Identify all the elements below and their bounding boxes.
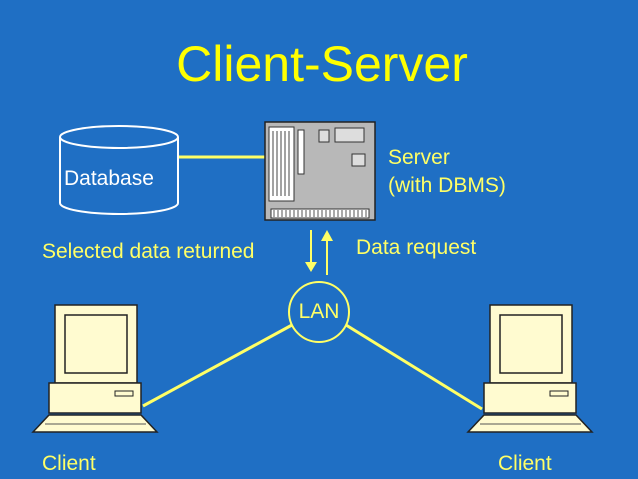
lan-right-client-link (345, 323, 483, 411)
lan-label: LAN (298, 300, 340, 323)
request-edge-label: Data request (356, 236, 477, 259)
lan-left-client-link (142, 323, 293, 408)
database-icon (59, 125, 179, 215)
left-client-icon (31, 304, 159, 433)
returned-edge-label: Selected data returned (42, 240, 255, 263)
server-icon (264, 121, 376, 221)
server-subtitle: (with DBMS) (388, 174, 506, 197)
lan-node (288, 281, 350, 343)
request-arrow (321, 230, 333, 275)
database-label: Database (64, 167, 154, 190)
returned-arrow (305, 230, 317, 272)
left-client-label: Client (42, 452, 96, 475)
right-client-icon (466, 304, 594, 433)
right-client-label: Client (498, 452, 552, 475)
server-label: Server (388, 146, 450, 169)
slide-title: Client-Server (176, 36, 468, 92)
